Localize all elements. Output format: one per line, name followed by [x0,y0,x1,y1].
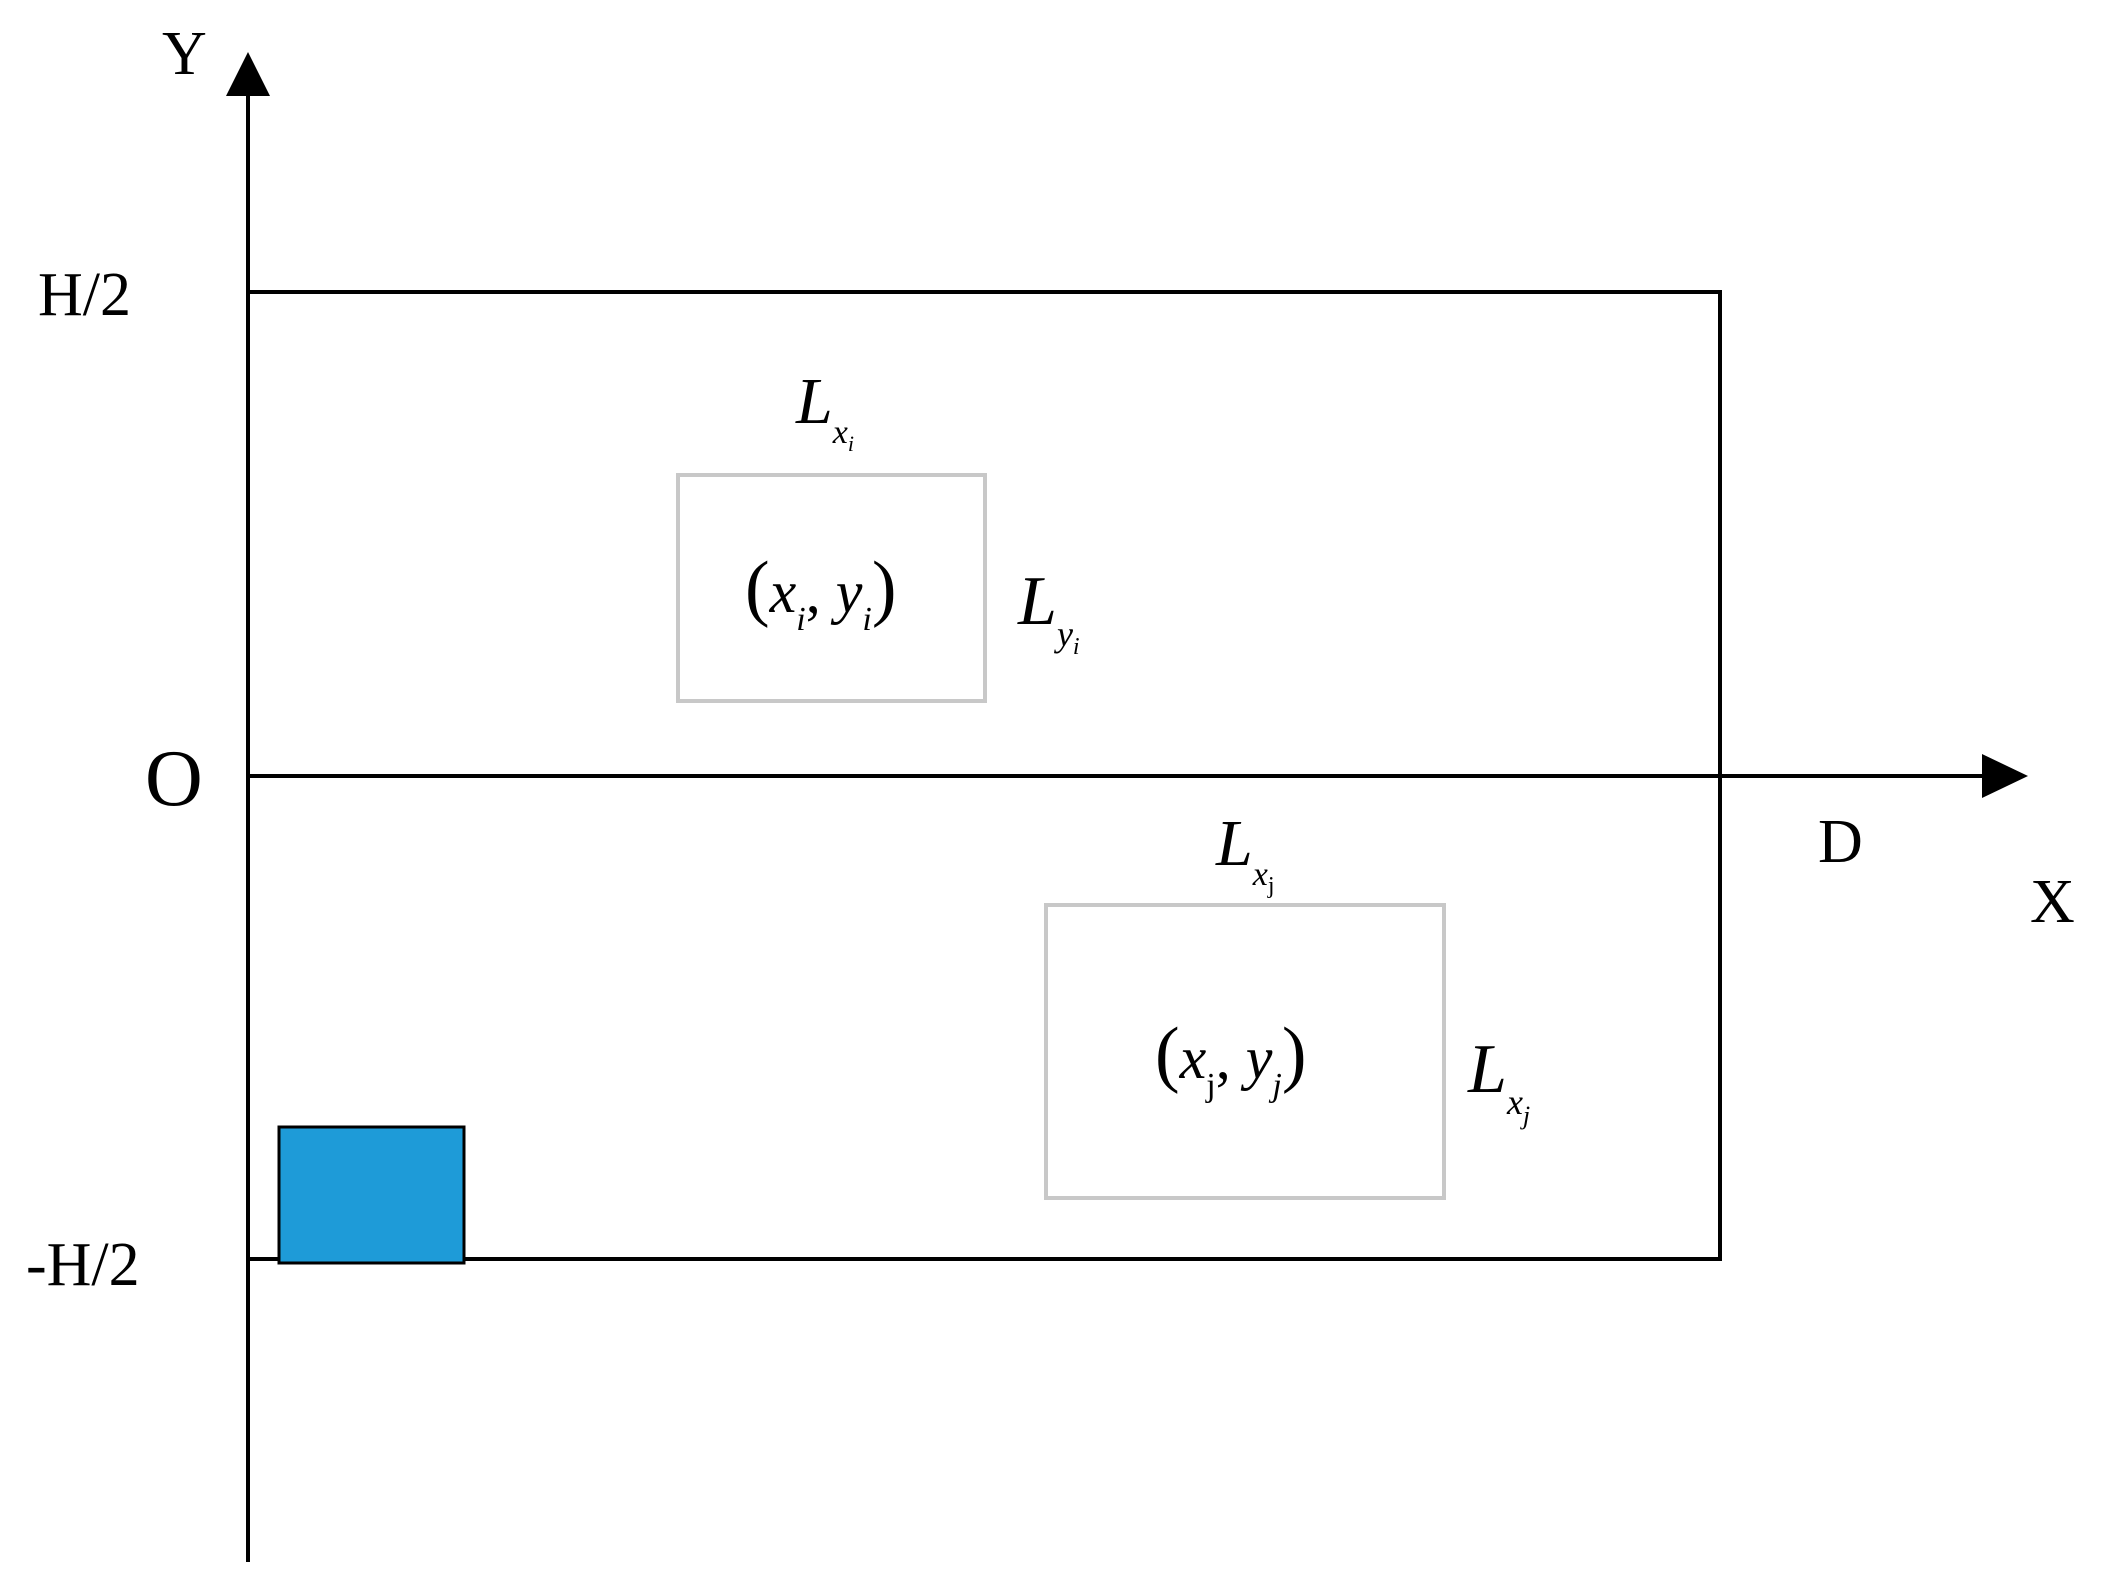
top-bound-label: H/2 [38,261,131,329]
y-axis-arrow [226,52,270,96]
box-i-height-label: Lyi [1017,563,1080,660]
box-i-coordinate: (xi, yi) [745,547,897,638]
box-i [676,473,987,703]
blue-block [277,1125,466,1265]
x-axis-label: X [2030,868,2075,936]
box-j-width-label: Lxj [1215,807,1274,899]
x-axis-arrow [1982,754,2028,798]
outer-rectangle [248,290,1722,1261]
box-j-coordinate: (xj, yj) [1155,1013,1307,1104]
box-j [1044,903,1446,1200]
d-label: D [1818,808,1863,876]
box-i-width-label: Lxi [795,365,854,456]
bottom-bound-label: -H/2 [26,1231,140,1299]
y-axis-label: Y [162,20,207,88]
box-j-height-label: Lxj [1467,1031,1530,1130]
origin-label: O [145,735,203,823]
